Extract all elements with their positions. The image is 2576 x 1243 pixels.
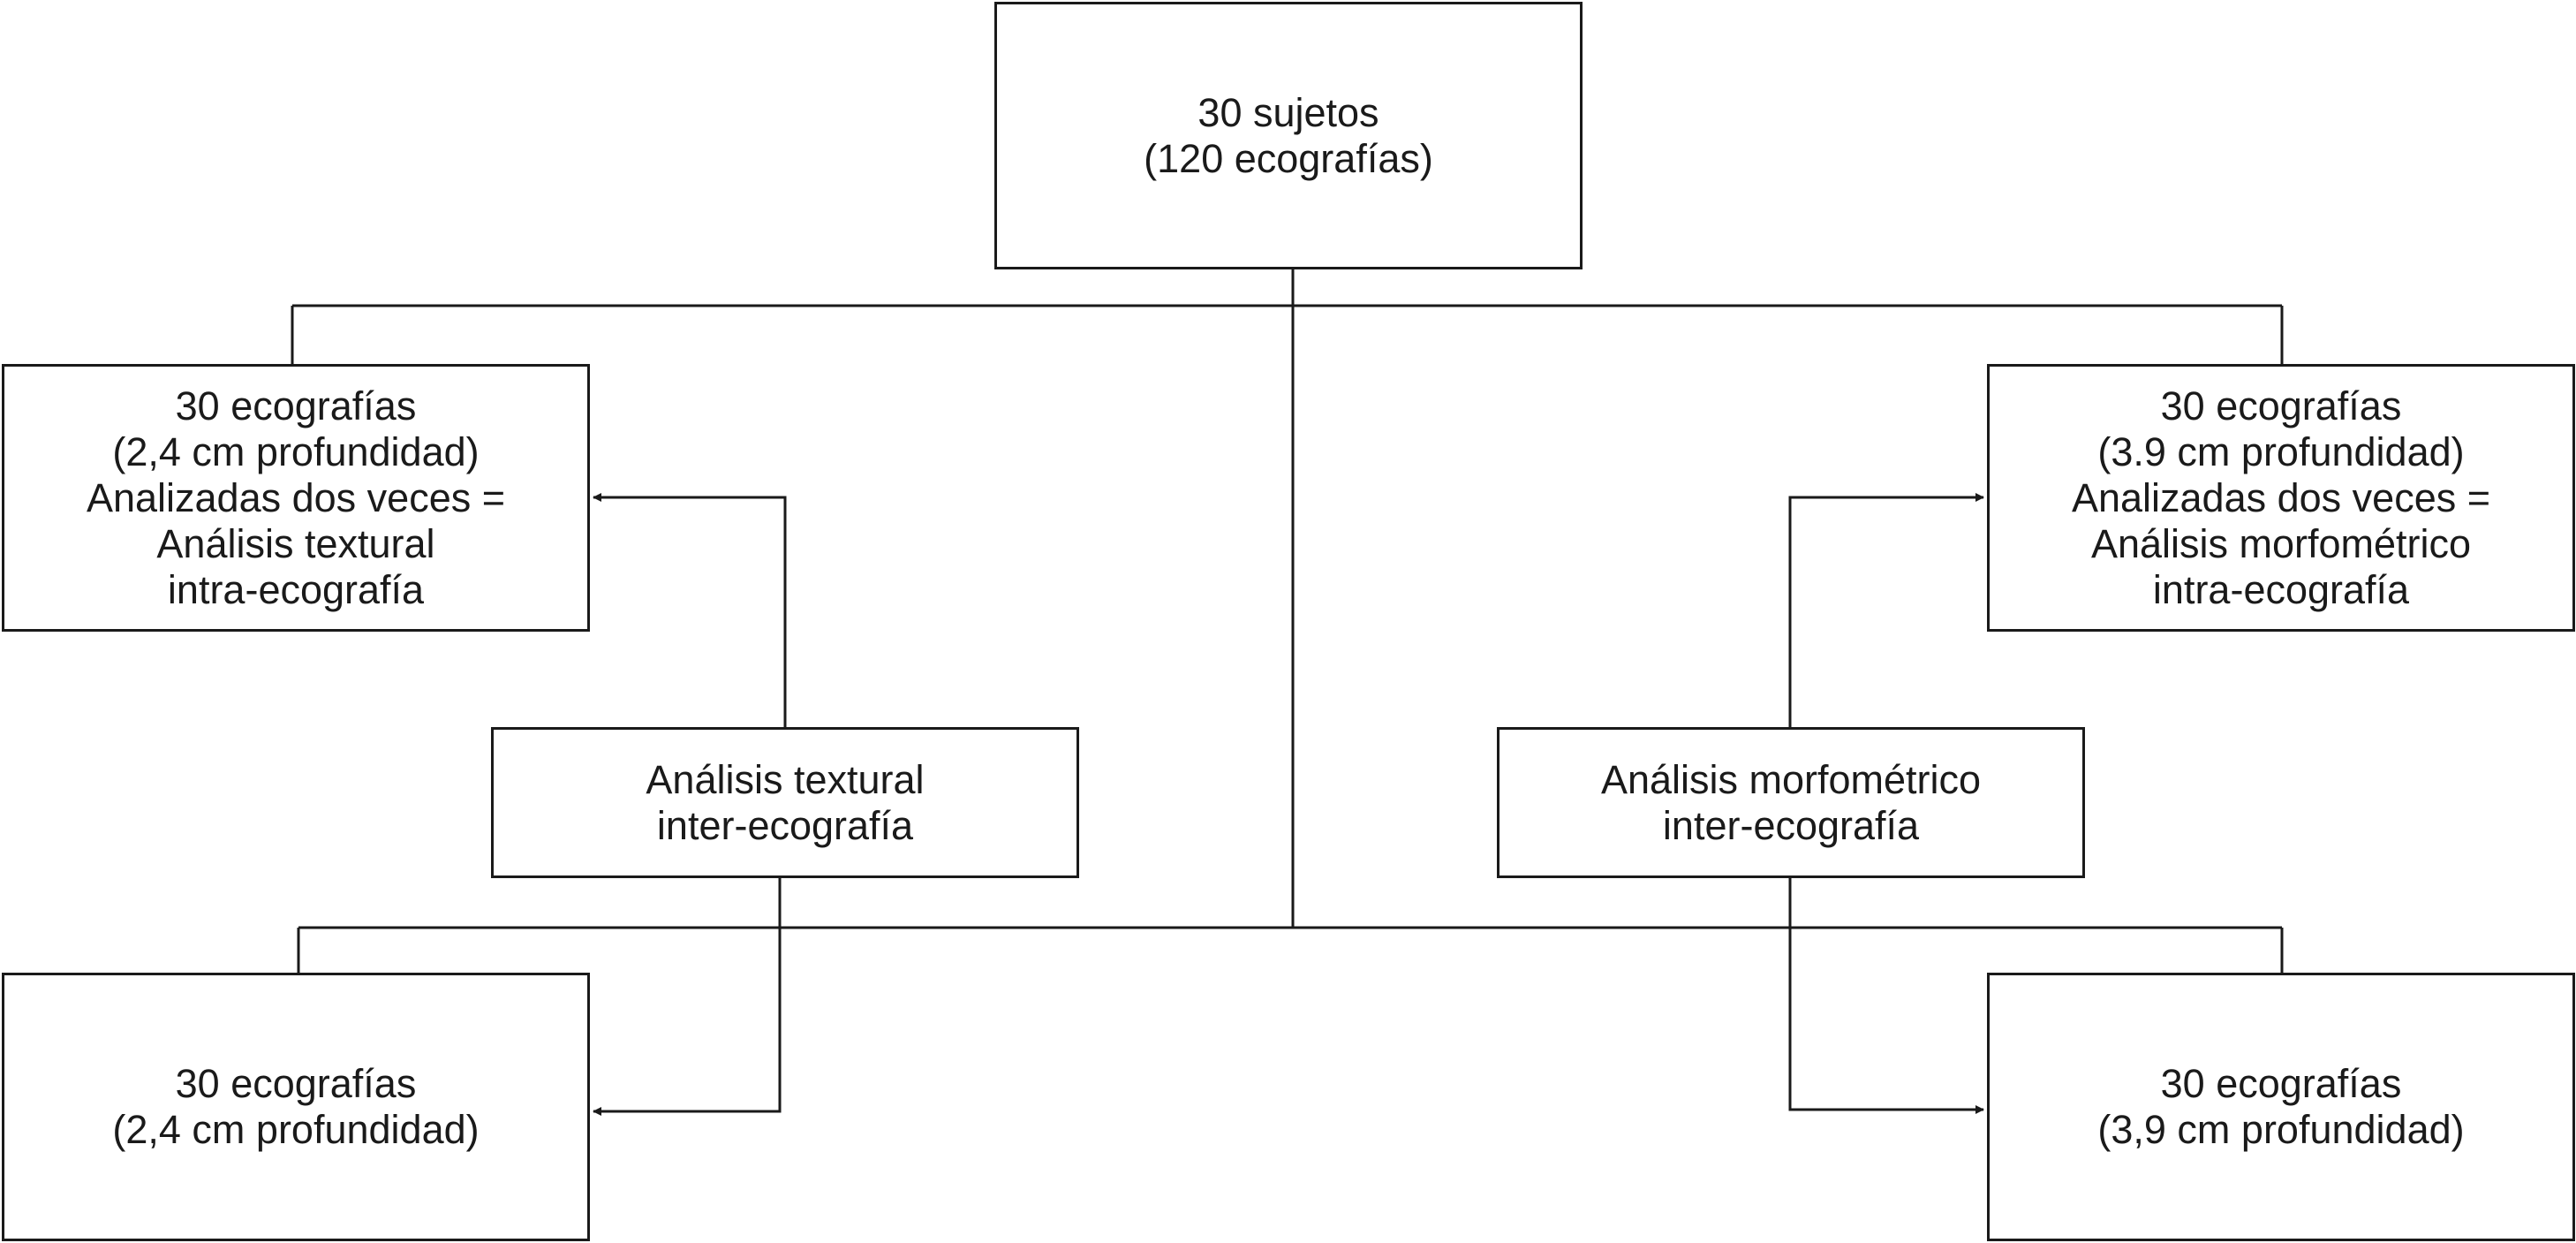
bottom-left-box: 30 ecografías (2,4 cm profundidad) (2, 973, 590, 1241)
box-line: Análisis morfométrico (1600, 756, 1982, 802)
bottom-right-box: 30 ecografías (3,9 cm profundidad) (1987, 973, 2575, 1241)
arrow-textural-to-intra (593, 493, 787, 727)
arrow-textural-to-bottom (593, 878, 782, 1116)
box-line: Analizadas dos veces = (86, 474, 506, 520)
textural-intra-box: 30 ecografías (2,4 cm profundidad) Anali… (2, 364, 590, 632)
morfometrico-inter-box: Análisis morfométrico inter-ecografía (1497, 727, 2085, 878)
subjects-ultrasounds: (120 ecografías) (1144, 135, 1433, 181)
box-line: 30 ecografías (2160, 383, 2402, 428)
box-line: intra-ecografía (2152, 566, 2410, 612)
box-line: inter-ecografía (656, 802, 914, 848)
arrow-morfometrico-to-intra (1788, 493, 1984, 727)
box-line: Análisis morfométrico (2090, 520, 2472, 566)
subjects-box: 30 sujetos (120 ecografías) (994, 2, 1583, 269)
box-line: 30 ecografías (175, 1061, 417, 1106)
box-line: 30 ecografías (175, 383, 417, 428)
box-line: (2,4 cm profundidad) (112, 428, 480, 474)
box-line: Analizadas dos veces = (2071, 474, 2491, 520)
box-line: intra-ecografía (167, 566, 425, 612)
box-line: Análisis textural (156, 520, 435, 566)
morfometrico-intra-box: 30 ecografías (3.9 cm profundidad) Anali… (1987, 364, 2575, 632)
box-line: 30 ecografías (2160, 1061, 2402, 1106)
box-line: inter-ecografía (1662, 802, 1920, 848)
box-line: Análisis textural (646, 756, 925, 802)
box-line: (3,9 cm profundidad) (2097, 1107, 2465, 1152)
subjects-count: 30 sujetos (1197, 89, 1379, 135)
textural-inter-box: Análisis textural inter-ecografía (491, 727, 1079, 878)
box-line: (2,4 cm profundidad) (112, 1107, 480, 1152)
box-line: (3.9 cm profundidad) (2097, 428, 2465, 474)
arrow-morfometrico-to-bottom (1788, 878, 1984, 1114)
